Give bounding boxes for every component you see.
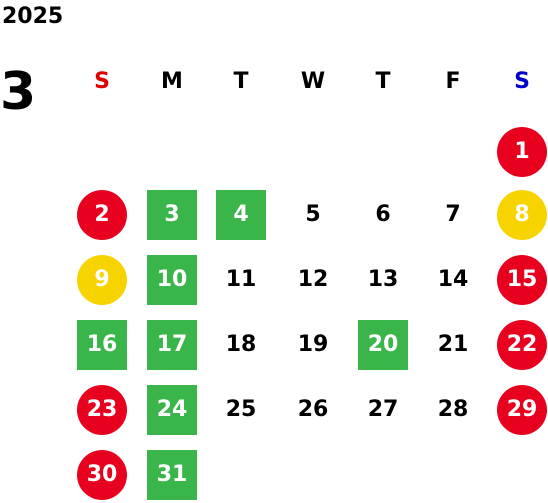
day-cell: 18 (225, 332, 257, 357)
day-cell: 2 (77, 190, 127, 240)
day-cell: 22 (497, 320, 547, 370)
day-cell: 13 (367, 267, 399, 292)
day-cell: 28 (437, 397, 469, 422)
day-cell: 19 (297, 332, 329, 357)
day-cell: 1 (497, 127, 547, 177)
weekday-header: S (94, 69, 110, 94)
day-cell: 20 (358, 320, 408, 370)
day-cell: 5 (305, 202, 321, 227)
day-cell: 10 (147, 255, 197, 305)
day-cell: 7 (445, 202, 461, 227)
day-cell: 30 (77, 450, 127, 500)
year-label: 2025 (2, 4, 64, 29)
day-cell: 25 (225, 397, 257, 422)
weekday-header: F (445, 69, 461, 94)
day-cell: 26 (297, 397, 329, 422)
day-cell: 16 (77, 320, 127, 370)
weekday-header: M (161, 69, 183, 94)
day-cell: 23 (77, 385, 127, 435)
day-cell: 12 (297, 267, 329, 292)
day-cell: 6 (375, 202, 391, 227)
day-cell: 15 (497, 255, 547, 305)
day-cell: 24 (147, 385, 197, 435)
weekday-header: W (300, 69, 326, 94)
day-cell: 11 (225, 267, 257, 292)
day-cell: 31 (147, 450, 197, 500)
day-cell: 17 (147, 320, 197, 370)
month-number: 3 (0, 62, 37, 122)
day-cell: 8 (497, 190, 547, 240)
day-cell: 21 (437, 332, 469, 357)
weekday-header: T (375, 69, 391, 94)
day-cell: 9 (77, 255, 127, 305)
weekday-header: S (514, 69, 530, 94)
day-cell: 14 (437, 267, 469, 292)
day-cell: 4 (216, 190, 266, 240)
day-cell: 29 (497, 385, 547, 435)
day-cell: 3 (147, 190, 197, 240)
weekday-header: T (233, 69, 249, 94)
day-cell: 27 (367, 397, 399, 422)
